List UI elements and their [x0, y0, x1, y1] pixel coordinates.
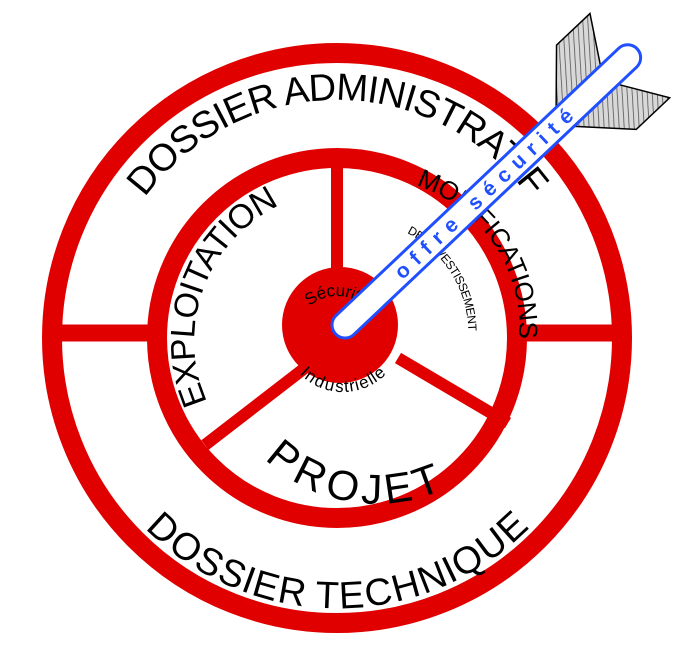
outer-ring: [42, 43, 632, 633]
spoke-bottom-left: [201, 359, 314, 450]
arrow-shaft: [330, 43, 643, 340]
label-sector-exploitation: EXPLOITATION: [164, 180, 283, 413]
spoke-bottom-right: [394, 352, 512, 429]
